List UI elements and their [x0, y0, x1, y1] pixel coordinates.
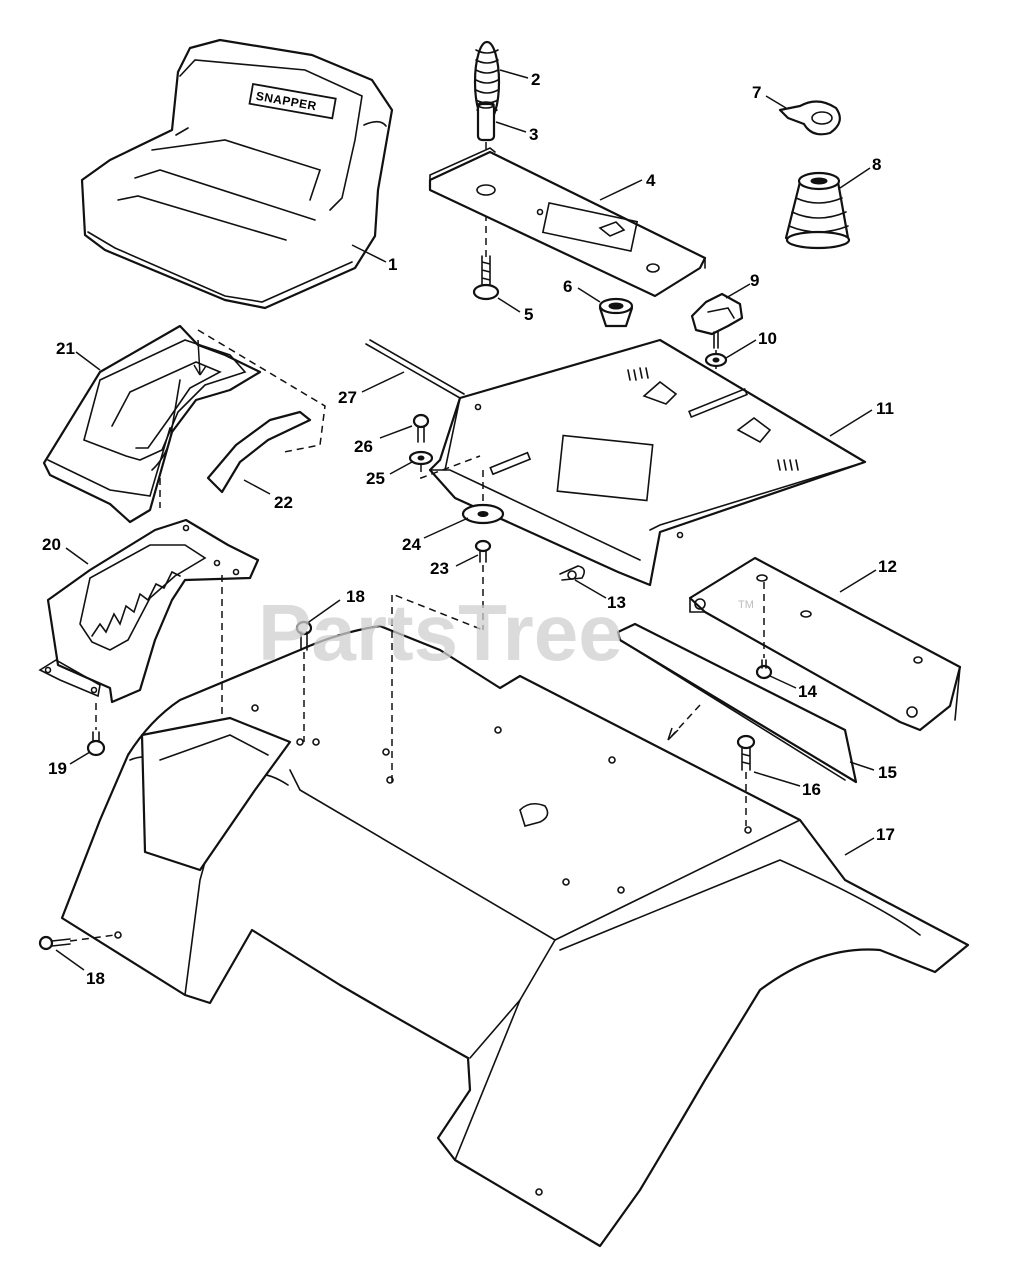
callout-5: 5 [524, 305, 533, 324]
part-hairpin[interactable] [559, 565, 586, 581]
part-bolt[interactable] [472, 255, 500, 301]
callout-24: 24 [402, 535, 421, 554]
callout-18-lower: 18 [86, 969, 105, 988]
callout-15: 15 [878, 763, 897, 782]
part-rod[interactable] [365, 339, 465, 399]
watermark-text: PartsTree [258, 588, 623, 677]
part-seat-bracket[interactable] [428, 147, 707, 298]
axis-line-25 [420, 455, 481, 480]
part-screw-19[interactable] [86, 731, 106, 757]
callout-11: 11 [876, 399, 894, 418]
watermark-trademark: TM [738, 599, 754, 611]
callout-25: 25 [366, 469, 385, 488]
part-shift-plate[interactable] [38, 518, 260, 704]
callout-21: 21 [56, 339, 75, 358]
part-washer-25[interactable] [408, 450, 434, 466]
callout-18-upper: 18 [346, 587, 365, 606]
part-washer-24[interactable] [461, 503, 505, 525]
callout-13: 13 [607, 593, 626, 612]
callout-1: 1 [388, 255, 397, 274]
callout-14: 14 [798, 682, 817, 701]
callout-23: 23 [430, 559, 449, 578]
part-screw-26[interactable] [412, 413, 430, 443]
part-shift-cover[interactable] [42, 324, 262, 524]
watermark: PartsTree TM [258, 588, 754, 677]
callout-16: 16 [802, 780, 821, 799]
part-seat-pan[interactable] [428, 338, 867, 587]
part-screw-18-lower[interactable] [38, 935, 71, 951]
part-strip[interactable] [206, 410, 312, 494]
callout-17: 17 [876, 825, 895, 844]
callout-2: 2 [531, 70, 540, 89]
part-screw-18-upper[interactable] [295, 620, 313, 651]
part-washer-10[interactable] [704, 352, 728, 368]
callout-4: 4 [646, 171, 656, 190]
callout-6: 6 [563, 277, 572, 296]
part-bushing[interactable] [598, 297, 634, 328]
callout-12: 12 [878, 557, 897, 576]
callout-8: 8 [872, 155, 881, 174]
callout-3: 3 [529, 125, 538, 144]
part-rubber-boot[interactable] [784, 171, 851, 250]
callout-20: 20 [42, 535, 61, 554]
callout-7: 7 [752, 83, 761, 102]
callout-27: 27 [338, 388, 357, 407]
part-bolt-16[interactable] [736, 734, 756, 771]
axis-line-seat-pan-body [391, 592, 484, 782]
callout-22: 22 [274, 493, 293, 512]
part-screw-14[interactable] [755, 659, 773, 680]
axis-line-18-lower [69, 934, 116, 942]
callout-10: 10 [758, 329, 777, 348]
callout-9: 9 [750, 271, 759, 290]
leader-lines [55, 69, 877, 971]
part-fender-pan[interactable] [60, 624, 970, 1248]
part-seat[interactable]: SNAPPER [80, 38, 394, 310]
part-rear-bracket[interactable] [688, 556, 962, 732]
callout-19: 19 [48, 759, 67, 778]
part-plate[interactable] [616, 622, 858, 784]
callout-labels: 1 2 3 4 5 6 7 8 9 10 11 12 13 14 15 16 1… [42, 70, 897, 988]
part-pin[interactable] [476, 101, 496, 142]
part-knob[interactable] [690, 292, 744, 349]
part-clip[interactable] [778, 100, 841, 136]
axis-line-cover [197, 329, 326, 453]
part-screw-23[interactable] [474, 539, 492, 563]
callout-26: 26 [354, 437, 373, 456]
